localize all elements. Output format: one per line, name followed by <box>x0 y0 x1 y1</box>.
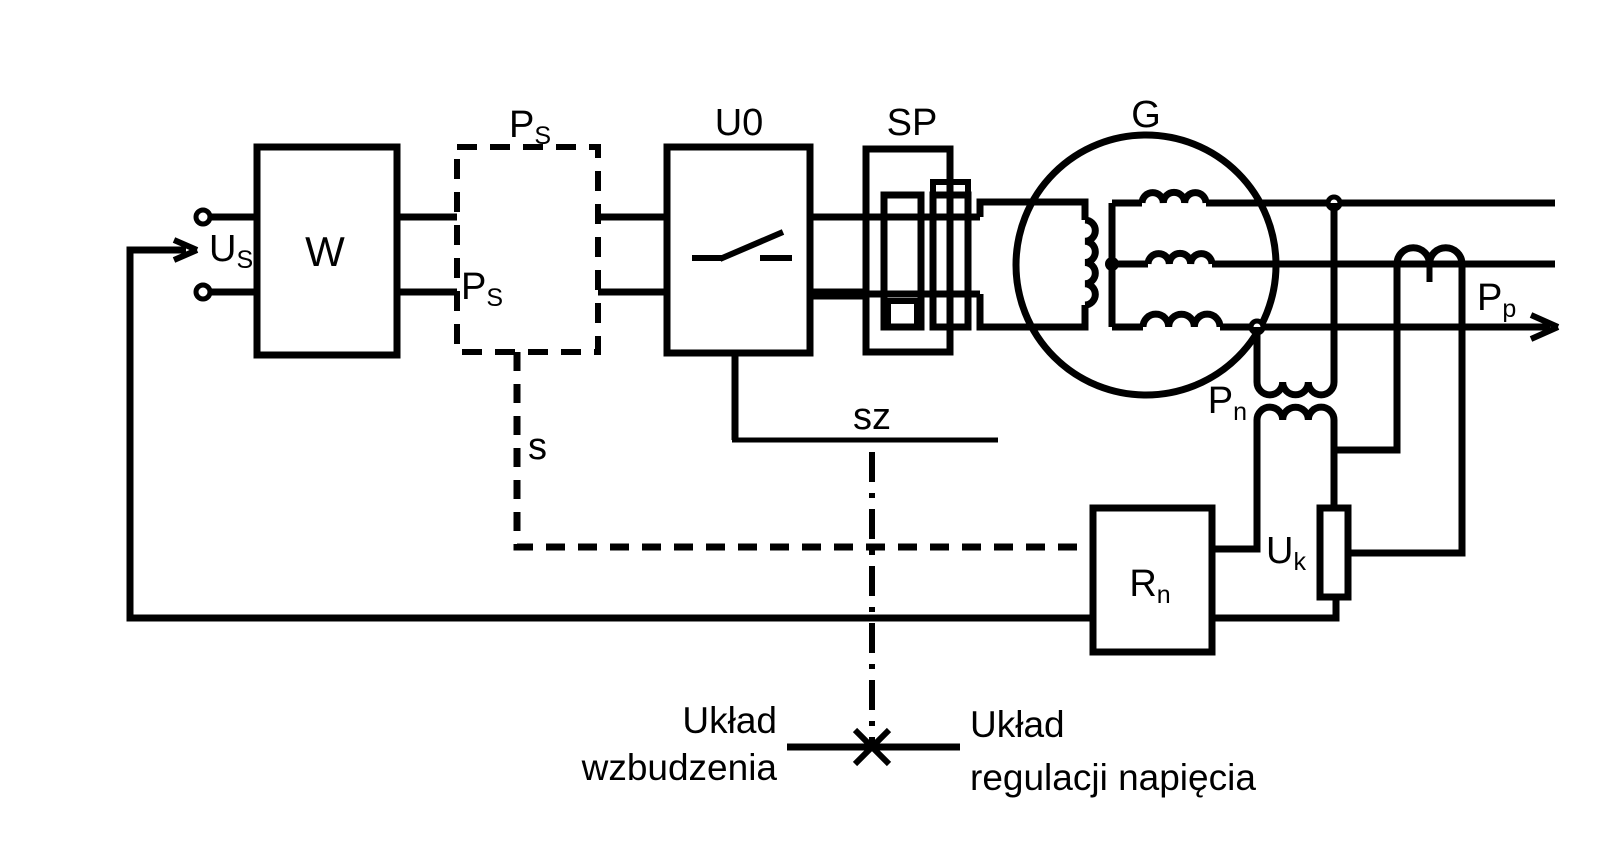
uk-resistor-body <box>1316 504 1352 601</box>
w-label: W <box>305 228 345 275</box>
s-dashed-wire <box>513 352 1093 551</box>
regulator-rn: Rn <box>1089 504 1216 656</box>
rotor-winding-top <box>976 198 1089 220</box>
generator-g: G Pp <box>976 94 1560 399</box>
voltage-transformer-pn: Pn <box>1208 203 1338 553</box>
feedback-wire-right <box>1212 597 1340 622</box>
pp-arrow-icon <box>1529 312 1560 342</box>
uk-label: Uk <box>1266 530 1306 576</box>
rotor-winding-bottom <box>976 294 1089 331</box>
pn-primary-coil <box>1253 381 1338 399</box>
block-ps: PS PS s <box>454 104 1093 551</box>
w-box <box>253 143 401 359</box>
phase-c-coil <box>1139 310 1224 328</box>
block-w: W <box>253 143 457 359</box>
system-divider <box>787 452 960 767</box>
ps-dashed-box <box>454 144 601 355</box>
feedback-loop <box>126 237 1340 622</box>
switch-blade <box>718 229 785 262</box>
ct-lead-right <box>1350 264 1466 557</box>
sp-label: SP <box>887 102 938 144</box>
pn-label: Pn <box>1208 380 1247 426</box>
ct-lead-left <box>1334 264 1401 454</box>
ps-top-label: PS <box>509 104 551 150</box>
caption-right-line2: regulacji napięcia <box>970 757 1256 798</box>
sz-label: sz <box>853 396 891 438</box>
input-terminal-bottom <box>193 282 213 302</box>
us-arrow-icon <box>172 237 199 263</box>
g-label: G <box>1131 94 1161 136</box>
caption-left-line2: wzbudzenia <box>581 747 778 788</box>
block-sp: SP <box>862 102 972 356</box>
feedback-wire-left-bottom <box>126 246 1093 622</box>
captions: Układ wzbudzenia Układ regulacji napięci… <box>581 700 1257 798</box>
caption-right-line1: Układ <box>970 704 1065 745</box>
input-section: US <box>193 207 257 302</box>
pp-label: Pp <box>1477 277 1516 323</box>
ps-inner-label: PS <box>461 266 503 312</box>
current-transformer-pp <box>1334 244 1466 557</box>
pn-secondary-lead-left <box>1212 420 1261 553</box>
s-label: s <box>528 426 547 468</box>
slip-ring-left-cap <box>885 298 920 330</box>
input-terminal-top <box>193 207 213 227</box>
slip-ring-right <box>929 191 972 331</box>
phase-b-coil <box>1144 249 1216 265</box>
rotor-coil <box>1084 216 1099 309</box>
u0-label: U0 <box>715 102 764 144</box>
caption-left-line1: Układ <box>682 700 777 741</box>
resistor-uk: Uk <box>1266 504 1352 601</box>
phase-a-coil <box>1138 188 1210 204</box>
rn-box <box>1089 504 1216 656</box>
rn-label: Rn <box>1129 563 1170 609</box>
us-label: US <box>209 228 253 274</box>
divider-cross-icon <box>852 727 892 767</box>
pn-secondary-coil <box>1253 403 1338 421</box>
